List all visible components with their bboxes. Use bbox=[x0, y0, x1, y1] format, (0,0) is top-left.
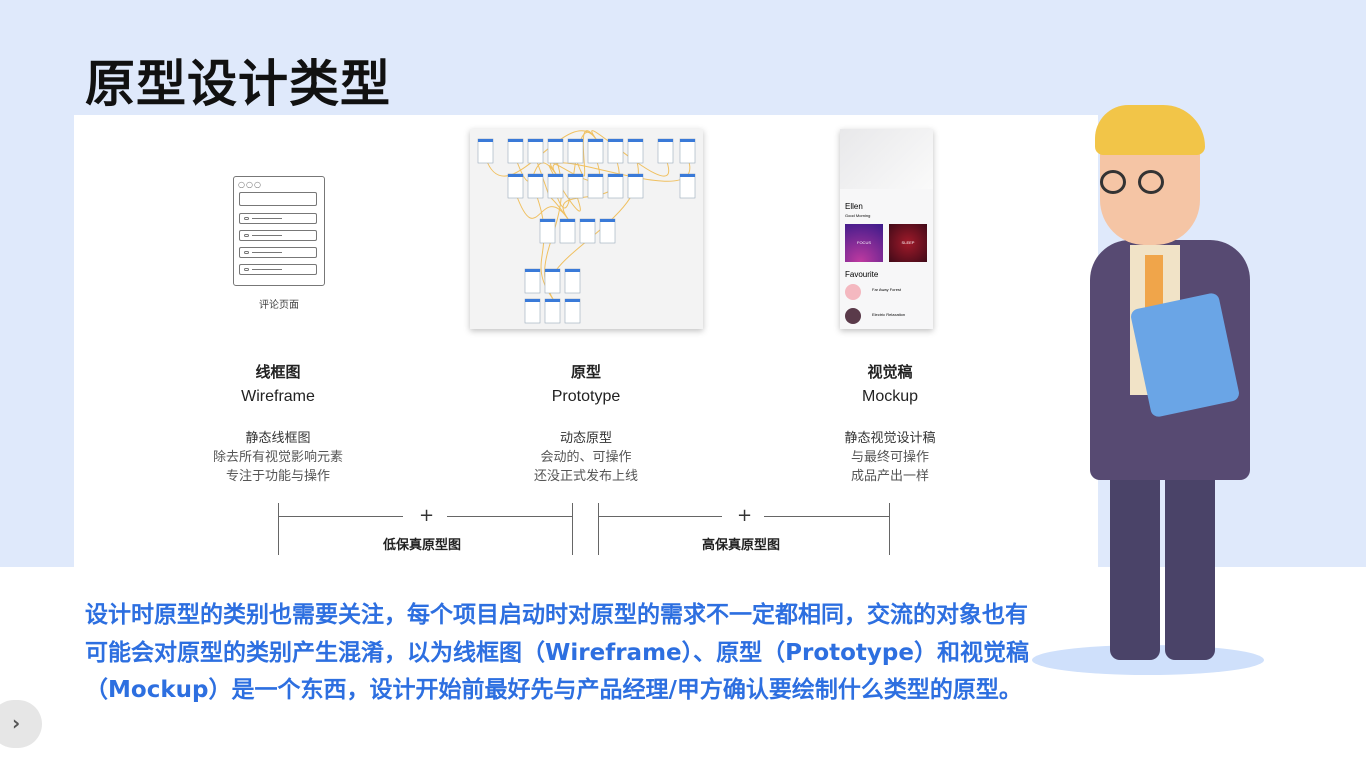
prototype-screen-thumb bbox=[524, 268, 541, 294]
plus-icon: + bbox=[737, 505, 753, 526]
wireframe-illustration: ○○○ bbox=[233, 176, 325, 286]
wireframe-zh: 线框图 bbox=[255, 363, 301, 381]
desc-line: 成品产出一样 bbox=[850, 469, 929, 484]
wireframe-heading: 线框图 Wireframe bbox=[198, 361, 358, 406]
prototype-screen-thumb bbox=[527, 173, 544, 199]
prototype-screen-thumb bbox=[477, 138, 494, 164]
desc-line: 还没正式发布上线 bbox=[533, 469, 638, 484]
wireframe-en: Wireframe bbox=[241, 388, 315, 405]
wireframe-caption: 评论页面 bbox=[259, 300, 299, 311]
desc-line: 静态线框图 bbox=[245, 431, 311, 446]
mockup-name: Ellen bbox=[845, 202, 863, 211]
prototype-en: Prototype bbox=[551, 388, 621, 405]
prototype-zh: 原型 bbox=[570, 363, 601, 381]
prototype-screen-thumb bbox=[599, 218, 616, 244]
prototype-screen-thumb bbox=[587, 173, 604, 199]
mockup-zh: 视觉稿 bbox=[867, 363, 913, 381]
body-paragraph: 设计时原型的类别也需要关注，每个项目启动时对原型的需求不一定都相同，交流的对象也… bbox=[85, 602, 1029, 703]
prototype-screen-thumb bbox=[679, 138, 696, 164]
prototype-screen-thumb bbox=[524, 298, 541, 324]
plus-icon: + bbox=[419, 505, 435, 526]
desc-line: 与最终可操作 bbox=[850, 450, 929, 465]
prototype-screen-thumb bbox=[544, 268, 561, 294]
prototype-screen-thumb bbox=[507, 138, 524, 164]
mockup-item: Electric Relaxation bbox=[872, 312, 906, 317]
prototype-screen-thumb bbox=[627, 173, 644, 199]
prototype-screen-thumb bbox=[607, 173, 624, 199]
prototype-screen-thumb bbox=[607, 138, 624, 164]
wireframe-description: 静态线框图 除去所有视觉影响元素 专注于功能与操作 bbox=[188, 429, 368, 486]
mockup-illustration: Ellen Good Morning FOCUS SLEEP Favourite… bbox=[840, 129, 933, 329]
high-fidelity-label: 高保真原型图 bbox=[702, 538, 781, 553]
prototype-screen-thumb bbox=[587, 138, 604, 164]
page-title: 原型设计类型 bbox=[85, 55, 391, 113]
desc-line: 动态原型 bbox=[559, 431, 612, 446]
mockup-item: Far Away Forest bbox=[872, 287, 902, 292]
desc-line: 专注于功能与操作 bbox=[225, 469, 330, 484]
prototype-screen-thumb bbox=[544, 298, 561, 324]
cartoon-character-illustration bbox=[1030, 105, 1290, 685]
mockup-greeting: Good Morning bbox=[845, 213, 871, 218]
prototype-screen-thumb bbox=[579, 218, 596, 244]
desc-line: 静态视觉设计稿 bbox=[844, 431, 936, 446]
mockup-heading: 视觉稿 Mockup bbox=[810, 361, 970, 406]
diagram-card: ○○○ 评论页面 Ellen Good Morning FOCUS SLEEP … bbox=[74, 115, 1098, 567]
prototype-screen-thumb bbox=[567, 138, 584, 164]
prototype-illustration bbox=[470, 129, 703, 329]
next-slide-button[interactable]: › bbox=[0, 700, 42, 748]
desc-line: 除去所有视觉影响元素 bbox=[212, 450, 343, 465]
prototype-screen-thumb bbox=[627, 138, 644, 164]
prototype-screen-thumb bbox=[507, 173, 524, 199]
mockup-section: Favourite bbox=[845, 270, 879, 279]
prototype-screen-thumb bbox=[539, 218, 556, 244]
mockup-sleep-card: SLEEP bbox=[889, 224, 927, 262]
prototype-screen-thumb bbox=[679, 173, 696, 199]
prototype-screen-thumb bbox=[547, 138, 564, 164]
mockup-en: Mockup bbox=[861, 388, 919, 405]
prototype-screen-thumb bbox=[559, 218, 576, 244]
prototype-heading: 原型 Prototype bbox=[506, 361, 666, 406]
prototype-screen-thumb bbox=[567, 173, 584, 199]
prototype-screen-thumb bbox=[564, 298, 581, 324]
mockup-description: 静态视觉设计稿 与最终可操作 成品产出一样 bbox=[800, 429, 980, 486]
mockup-focus-card: FOCUS bbox=[845, 224, 883, 262]
prototype-screen-thumb bbox=[564, 268, 581, 294]
prototype-description: 动态原型 会动的、可操作 还没正式发布上线 bbox=[496, 429, 676, 486]
prototype-screen-thumb bbox=[657, 138, 674, 164]
prototype-screen-thumb bbox=[547, 173, 564, 199]
prototype-screen-thumb bbox=[527, 138, 544, 164]
low-fidelity-label: 低保真原型图 bbox=[383, 538, 462, 553]
desc-line: 会动的、可操作 bbox=[540, 450, 632, 465]
